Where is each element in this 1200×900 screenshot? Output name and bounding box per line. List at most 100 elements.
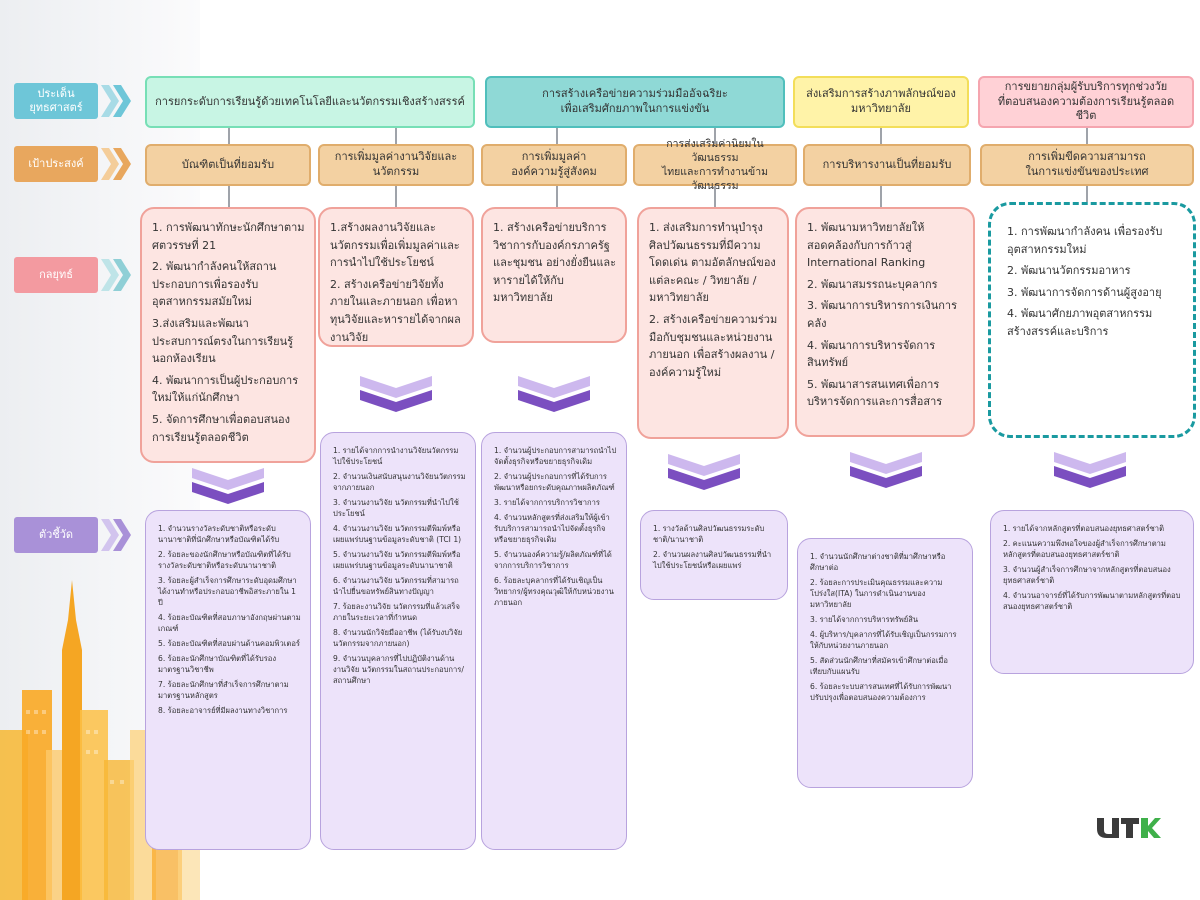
strategic-issue-3: ส่งเสริมการสร้างภาพลักษณ์ของ มหาวิทยาลัย (793, 76, 969, 128)
indicator-item: 6. ร้อยละบุคลากรที่ได้รับเชิญเป็นวิทยากร… (494, 576, 614, 607)
indicator-item: 1. จำนวนรางวัลระดับชาติหรือระดับนานาชาติ… (158, 524, 280, 544)
strategy-item: 1. การพัฒนาทักษะนักศึกษาตามศตวรรษที่ 21 (152, 221, 305, 252)
connector-line (714, 186, 716, 208)
utk-logo-mark (1097, 818, 1161, 838)
indicator-item: 8. จำนวนนักวิจัยมืออาชีพ (ได้รับงบวิจัย … (333, 628, 463, 648)
row-label-indicator: ตัวชี้วัด (14, 516, 131, 554)
indicator-box-1: 1. จำนวนรางวัลระดับชาติหรือระดับนานาชาติ… (145, 510, 311, 850)
indicator-item: 4. จำนวนอาจารย์ที่ได้รับการพัฒนาตามหลักส… (1003, 591, 1181, 611)
indicator-item: 1. รางวัลด้านศิลปวัฒนธรรมระดับชาติ/นานาช… (653, 524, 765, 544)
indicator-item: 8. ร้อยละอาจารย์ที่มีผลงานทางวิชาการ (158, 706, 288, 715)
indicator-item: 5. จำนวนงานวิจัย นวัตกรรมตีพิมพ์หรือเผยแ… (333, 550, 461, 570)
indicator-item: 4. จำนวนหลักสูตรที่ส่งเสริมให้ผู้เข้ารับ… (494, 513, 610, 544)
row-label-strategy: กลยุทธ์ (14, 256, 131, 294)
strategy-item: 1. ส่งเสริมการทำนุบำรุงศิลปวัฒนธรรมที่มี… (649, 221, 776, 305)
indicator-label: ตัวชี้วัด (14, 517, 98, 553)
connector-line (556, 128, 558, 144)
strategy-item: 2. สร้างเครือข่ายความร่วมมือกับชุมชนและห… (649, 312, 778, 379)
indicator-item: 1. จำนวนผู้ประกอบการสามารถนำไปจัดตั้งธุร… (494, 446, 617, 466)
strategy-item: 2. พัฒนาสมรรถนะบุคลากร (807, 277, 938, 291)
strategy-item: 3. พัฒนาการจัดการด้านผู้สูงอายุ (1007, 285, 1162, 299)
connector-line (228, 186, 230, 208)
indicator-item: 5. ร้อยละบัณฑิตที่สอบผ่านด้านคอมพิวเตอร์ (158, 639, 300, 648)
objective-1: บัณฑิตเป็นที่ยอมรับ (145, 144, 311, 186)
strategy-item: 4. พัฒนาศักยภาพอุตสาหกรรมสร้างสรรค์และบร… (1007, 307, 1153, 338)
indicator-box-2: 1. รายได้จากการนำงานวิจัยนวัตกรรมไปใช้ปร… (320, 432, 476, 850)
strategic-issue-4: การขยายกลุ่มผู้รับบริการทุกช่วงวัย ที่ตอ… (978, 76, 1194, 128)
chevron-down-icon (668, 454, 740, 490)
connector-line (1086, 186, 1088, 202)
objective-5: การบริหารงานเป็นที่ยอมรับ (803, 144, 971, 186)
indicator-item: 6. จำนวนงานวิจัย นวัตกรรมที่สามารถนำไปยื… (333, 576, 459, 596)
strategy-item: 3. พัฒนาการบริหารการเงินการคลัง (807, 299, 957, 330)
strategy-box-2: 1.สร้างผลงานวิจัยและนวัตกรรมเพื่อเพิ่มมู… (318, 207, 474, 347)
strategy-item: 4. พัฒนาการบริหารจัดการสินทรัพย์ (807, 338, 936, 370)
indicator-item: 9. จำนวนบุคลากรที่ไปปฏิบัติงานด้านงานวิจ… (333, 654, 464, 685)
chevron-down-icon (1054, 452, 1126, 488)
strategy-label: กลยุทธ์ (14, 257, 98, 293)
indicator-item: 5. สัดส่วนนักศึกษาที่สมัครเข้าศึกษาต่อเม… (810, 656, 948, 676)
indicator-item: 4. จำนวนงานวิจัย นวัตกรรมตีพิมพ์หรือเผยแ… (333, 524, 462, 544)
strategic-issue-1: การยกระดับการเรียนรู้ด้วยเทคโนโลยีและนวั… (145, 76, 475, 128)
objective-label: เป้าประสงค์ (14, 146, 98, 182)
chevron-down-icon (192, 468, 264, 504)
indicator-item: 2. จำนวนเงินสนับสนุนงานวิจัยนวัตกรรม จาก… (333, 472, 466, 492)
indicator-item: 6. ร้อยละนักศึกษาบัณฑิตที่ได้รับรองมาตรฐ… (158, 654, 277, 674)
chevron-down-icon (850, 452, 922, 488)
strategy-item: 5. พัฒนาสารสนเทศเพื่อการบริหารจัดการและก… (807, 377, 943, 409)
connector-line (1086, 128, 1088, 144)
indicator-item: 2. ร้อยละการประเมินคุณธรรมและความโปร่งใส… (810, 578, 943, 609)
strategy-item: 2. พัฒนากำลังคนให้สถานประกอบการเพื่อรองร… (152, 260, 277, 309)
connector-line (395, 128, 397, 144)
connector-line (556, 186, 558, 208)
connector-line (714, 128, 716, 144)
indicator-item: 2. คะแนนความพึงพอใจของผู้สำเร็จการศึกษาต… (1003, 539, 1166, 559)
utk-logo (1095, 815, 1161, 845)
chevron-right-icon (101, 517, 131, 553)
indicator-item: 3. รายได้จากการบริหารทรัพย์สิน (810, 615, 919, 624)
connector-line (880, 128, 882, 144)
strategy-item: 4. พัฒนาการเป็นผู้ประกอบการใหม่ให้แก่นัก… (152, 373, 299, 405)
chevron-right-icon (101, 146, 131, 182)
indicator-item: 3. จำนวนงานวิจัย นวัตกรรมที่นำไปใช้ประโย… (333, 498, 459, 518)
indicator-box-4: 1. รางวัลด้านศิลปวัฒนธรรมระดับชาติ/นานาช… (640, 510, 788, 600)
strategy-box-4: 1. ส่งเสริมการทำนุบำรุงศิลปวัฒนธรรมที่มี… (637, 207, 789, 439)
strategy-item: 1.สร้างผลงานวิจัยและนวัตกรรมเพื่อเพิ่มมู… (330, 221, 460, 270)
indicator-item: 1. จำนวนนักศึกษาต่างชาติที่มาศึกษาหรือศึ… (810, 552, 946, 572)
indicator-box-3: 1. จำนวนผู้ประกอบการสามารถนำไปจัดตั้งธุร… (481, 432, 627, 850)
row-label-objective: เป้าประสงค์ (14, 145, 131, 183)
indicator-box-5: 1. จำนวนนักศึกษาต่างชาติที่มาศึกษาหรือศึ… (797, 538, 973, 788)
strategic-issue-label: ประเด็น ยุทธศาสตร์ (14, 83, 98, 119)
objective-6: การเพิ่มขีดความสามารถ ในการแข่งขันของประ… (980, 144, 1194, 186)
indicator-item: 3. ร้อยละผู้สำเร็จการศึกษาระดับอุดมศึกษา… (158, 576, 297, 607)
indicator-item: 1. รายได้จากหลักสูตรที่ตอบสนองยุทธศาสตร์… (1003, 524, 1164, 533)
objective-4: การส่งเสริมค่านิยมในวัฒนธรรม ไทยและการทำ… (633, 138, 797, 192)
strategic-issue-2: การสร้างเครือข่ายความร่วมมืออัจฉริยะ เพื… (485, 76, 785, 128)
connector-line (228, 128, 230, 144)
indicator-item: 3. จำนวนผู้สำเร็จการศึกษาจากหลักสูตรที่ต… (1003, 565, 1171, 585)
strategy-item: 2. พัฒนานวัตกรรมอาหาร (1007, 264, 1131, 278)
indicator-item: 7. ร้อยละนักศึกษาที่สำเร็จการศึกษาตามมาต… (158, 680, 289, 700)
strategy-item: 2. สร้างเครือข่ายวิจัยทั้งภายในและภายนอก… (330, 277, 461, 344)
indicator-item: 2. ร้อยละของนักศึกษาหรือบัณฑิตที่ได้รับร… (158, 550, 291, 570)
chevron-right-icon (101, 257, 131, 293)
strategy-box-1: 1. การพัฒนาทักษะนักศึกษาตามศตวรรษที่ 21 … (140, 207, 316, 463)
indicator-item: 4. ร้อยละบัณฑิตที่สอบภาษาอังกฤษผ่านตามเก… (158, 613, 301, 633)
objective-2: การเพิ่มมูลค่างานวิจัยและ นวัตกรรม (318, 144, 474, 186)
strategy-item: 1. สร้างเครือข่ายบริการวิชาการกับองค์กรภ… (493, 221, 617, 305)
indicator-item: 3. รายได้จากการบริการวิชาการ (494, 498, 600, 507)
strategy-item: 5. จัดการศึกษาเพื่อตอบสนองการเรียนรู้ตลอ… (152, 412, 290, 444)
indicator-item: 7. ร้อยละงานวิจัย นวัตกรรมที่แล้วเสร็จภา… (333, 602, 460, 622)
strategy-item: 3.ส่งเสริมและพัฒนาประสบการณ์ตรงในการเรีย… (152, 316, 294, 366)
connector-line (880, 186, 882, 208)
strategy-item: 1. พัฒนามหาวิทยาลัยให้สอดคล้องกับการก้าว… (807, 221, 926, 270)
indicator-item: 5. จำนวนองค์ความรู้/ผลิตภัณฑ์ที่ได้จากกา… (494, 550, 612, 570)
indicator-item: 1. รายได้จากการนำงานวิจัยนวัตกรรมไปใช้ปร… (333, 446, 459, 466)
indicator-item: 6. ร้อยละระบบสารสนเทศที่ได้รับการพัฒนาปร… (810, 682, 952, 702)
strategy-box-5: 1. พัฒนามหาวิทยาลัยให้สอดคล้องกับการก้าว… (795, 207, 975, 437)
indicator-item: 2. จำนวนผลงานศิลปวัฒนธรรมที่นำไปใช้ประโย… (653, 550, 772, 570)
connector-line (395, 186, 397, 208)
strategy-box-6: 1. การพัฒนากำลังคน เพื่อรองรับอุตสาหกรรม… (988, 202, 1196, 438)
row-label-strategic-issue: ประเด็น ยุทธศาสตร์ (14, 82, 131, 120)
indicator-item: 2. จำนวนผู้ประกอบการที่ได้รับการพัฒนาหรื… (494, 472, 615, 492)
